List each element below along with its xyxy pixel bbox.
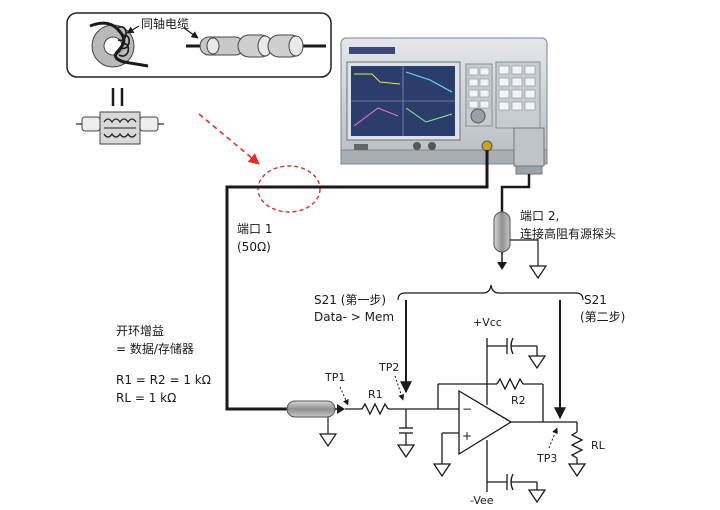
tp2-label: TP2 [378,361,399,374]
opamp-symbol [458,389,513,456]
s21-step2-step-label: (第二步) [580,310,625,324]
r2-resistor [496,377,524,391]
tp2-pointer [394,375,405,401]
port1-label: 端口 1 [237,222,272,236]
opamp-inverting-sign: − [462,402,472,416]
r1-label: R1 [368,388,383,401]
r2-label: R2 [511,394,526,407]
load-value-label: RL = 1 kΩ [116,391,176,405]
tp3-label: TP3 [536,452,557,465]
port2-probe-label: 连接高阻有源探头 [520,226,616,241]
toroid-core-icon [89,21,149,68]
opamp-noninverting-sign: + [462,429,472,443]
rl-resistor [570,431,584,459]
tp1-pointer [339,386,349,406]
common-mode-choke-icon [76,111,164,145]
port1-impedance-label: (50Ω) [237,240,271,254]
coax-illustration-box: 同轴电缆 [66,12,332,78]
r1-resistor [361,402,389,416]
ferrite-bead-cable-icon [186,34,326,58]
probe-ground-symbol [510,239,548,280]
tp1-label: TP1 [324,371,345,384]
s21-step2-label: S21 [584,293,607,307]
vcc-label: +Vcc [473,316,502,329]
port2-cable [500,174,531,212]
s21-brace [397,284,584,301]
port2-probe-icon [493,211,548,280]
highlight-arrow [198,113,321,213]
equivalence-symbol [111,88,124,106]
opamp-circuit [345,337,587,504]
open-loop-gain-label: 开环增益 [116,324,164,338]
tp3-pointer [548,427,558,449]
network-analyzer-instrument [340,37,548,175]
port1-cable [225,150,489,411]
vee-label: -Vee [470,494,494,507]
resistor-values-label: R1 = R2 = 1 kΩ [116,373,211,387]
port1-connector [481,140,493,152]
active-probe-unit [513,127,545,167]
open-loop-formula-label: = 数据/存储器 [116,341,194,356]
s21-step1-memory-label: Data- > Mem [314,310,394,324]
s21-step1-label: S21 (第一步) [314,293,386,307]
port2-label: 端口 2, [520,209,559,223]
cable-highlight-ellipse [257,165,321,213]
coax-cable-label: 同轴电缆 [141,16,189,31]
rl-label: RL [591,439,606,452]
port1-probe-icon [286,400,345,448]
